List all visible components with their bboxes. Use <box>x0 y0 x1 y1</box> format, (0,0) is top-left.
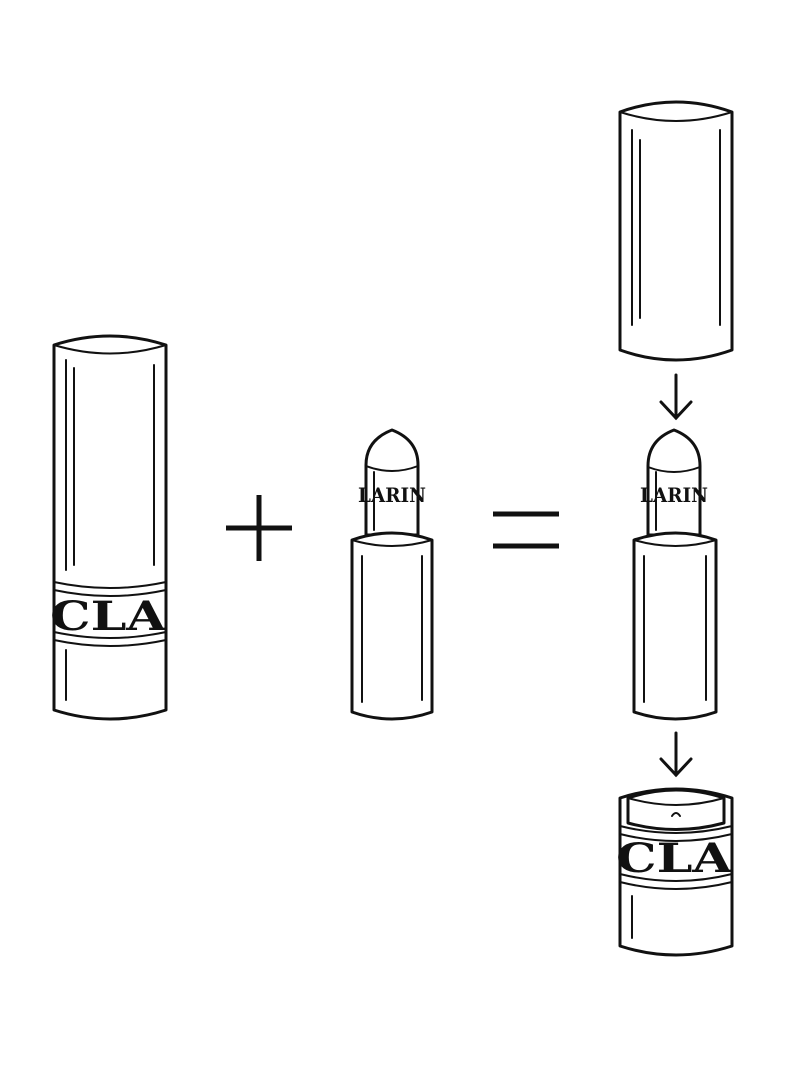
arrow-down-icon <box>659 731 693 778</box>
lipstick-refill-assembly: LARIN <box>632 428 718 721</box>
lipstick-cap <box>618 100 734 362</box>
arrow-down-icon <box>659 373 693 421</box>
lipstick-bullet <box>364 428 420 537</box>
engraved-band: CLA <box>50 581 167 647</box>
bullet-engraving-text-assembly: LARIN <box>640 483 708 507</box>
closed-lipstick-case: CLA <box>50 334 168 721</box>
lipstick-base: CLA <box>616 787 734 957</box>
equals-sign <box>493 511 559 549</box>
refill-tube <box>350 531 434 721</box>
band-engraving-text-base: CLA <box>616 835 733 882</box>
plus-sign <box>226 495 292 561</box>
lipstick-refill: LARIN <box>350 428 434 721</box>
bullet-engraving-text: LARIN <box>358 483 426 507</box>
case-body <box>52 334 168 721</box>
band-engraving-text: CLA <box>50 593 167 640</box>
